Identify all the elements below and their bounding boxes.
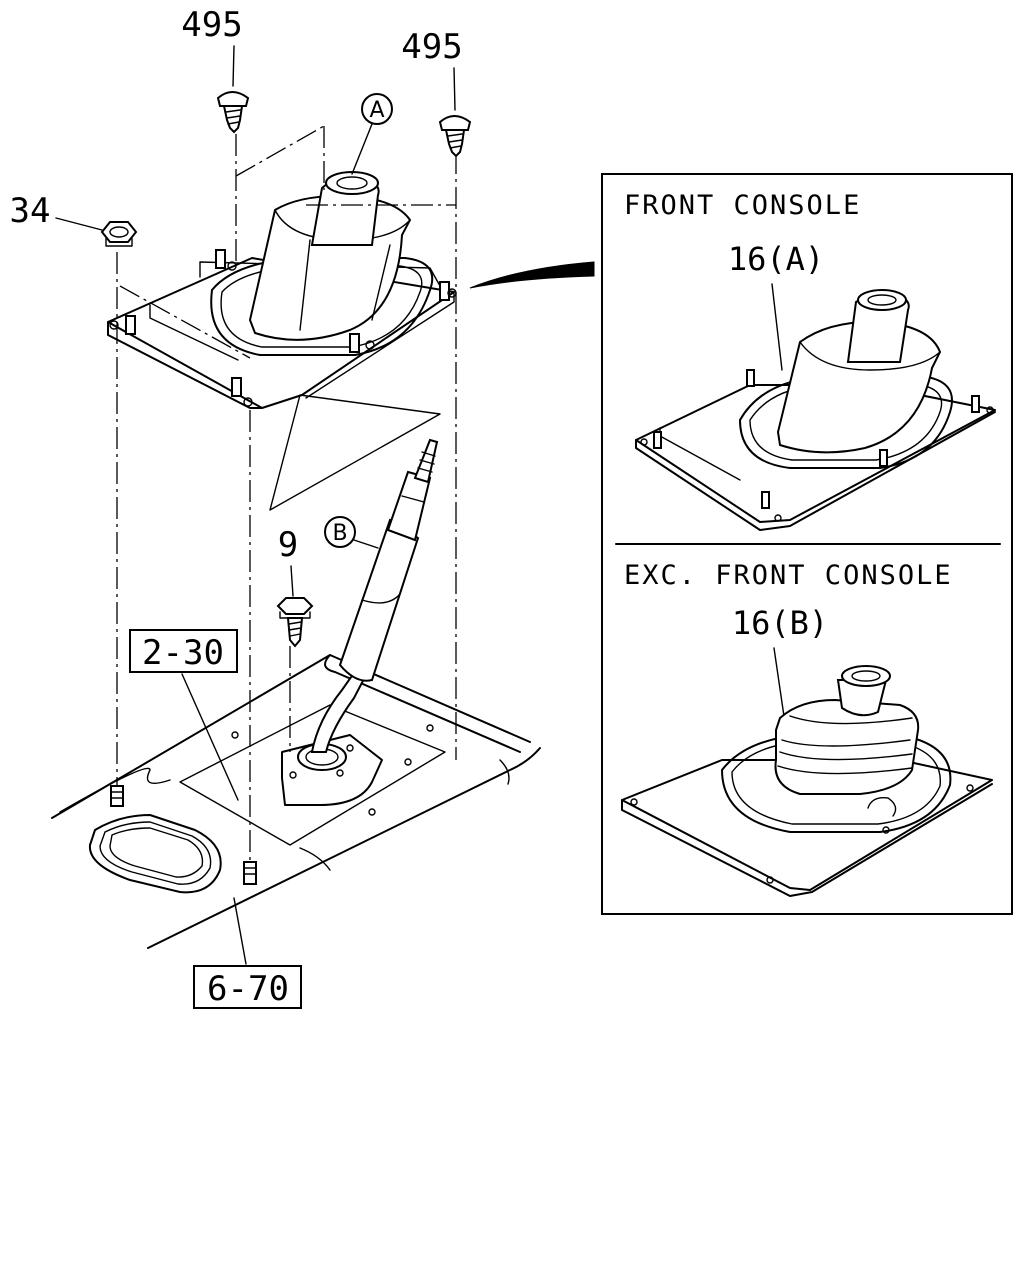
reference-box-6-70[interactable]: 6-70 xyxy=(193,897,302,1009)
screw-495-left xyxy=(216,91,250,134)
reference-6-70-label: 6-70 xyxy=(207,969,289,1009)
assembly-lines xyxy=(116,125,457,862)
lever-insertion-guide xyxy=(269,394,441,511)
floor-stud-center xyxy=(243,861,257,885)
marker-b: B xyxy=(324,516,379,549)
shift-boot-assembly xyxy=(107,171,457,409)
bolt-9 xyxy=(276,597,314,648)
floor-stud-left xyxy=(110,785,124,807)
floor-opening-seal xyxy=(88,814,222,894)
inset-title-exc-front-console: EXC. FRONT CONSOLE xyxy=(624,560,953,591)
inset-pointer xyxy=(469,261,595,289)
inset-part-16a: 16(A) xyxy=(728,240,824,278)
callout-495-left: 495 xyxy=(181,5,242,45)
callout-495-right: 495 xyxy=(401,27,462,67)
marker-a: A xyxy=(351,93,393,175)
nut-34 xyxy=(100,221,138,247)
variant-inset-panel: FRONT CONSOLE 16(A) EXC. FRONT CONSOLE 1 xyxy=(601,173,1013,915)
shift-lever-base-plate xyxy=(281,734,383,806)
marker-a-letter: A xyxy=(369,98,384,123)
reference-box-2-30[interactable]: 2-30 xyxy=(129,629,239,801)
screw-495-right xyxy=(438,115,472,158)
callout-34: 34 xyxy=(10,191,51,231)
floor-panel xyxy=(51,654,541,949)
marker-b-letter: B xyxy=(332,521,347,546)
boot-16a-illustration xyxy=(635,289,996,531)
inset-part-16b: 16(B) xyxy=(732,604,828,642)
callout-9: 9 xyxy=(278,525,298,565)
reference-2-30-label: 2-30 xyxy=(142,633,224,673)
inset-title-front-console: FRONT CONSOLE xyxy=(624,190,861,221)
boot-16b-illustration xyxy=(621,665,993,897)
shift-lever xyxy=(310,438,439,753)
